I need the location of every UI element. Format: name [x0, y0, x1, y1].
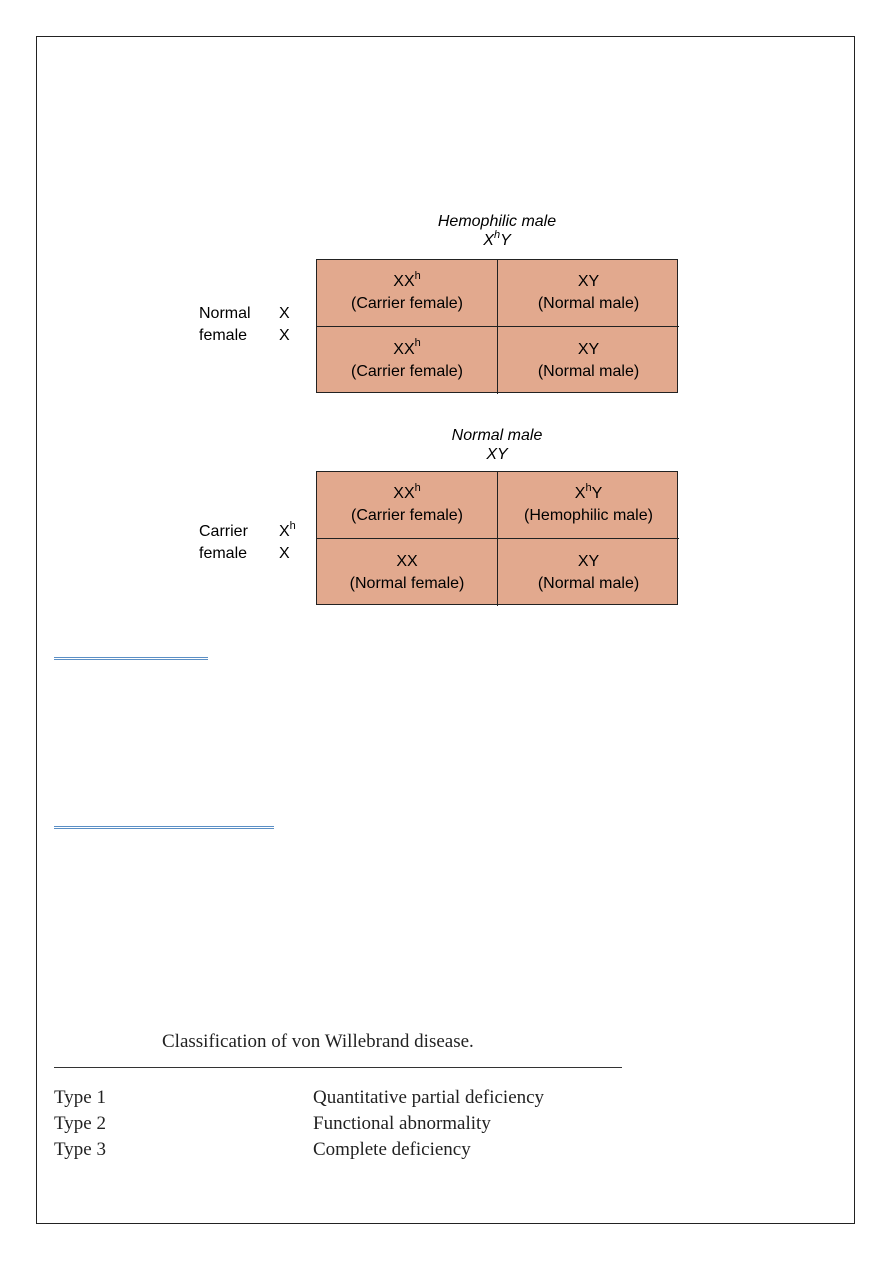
vwd-table-title: Classification of von Willebrand disease…: [162, 1031, 474, 1052]
table-row: Type 1 Quantitative partial deficiency: [54, 1087, 624, 1111]
cross2-alleles: Xh X: [279, 519, 296, 562]
vwd-description: Quantitative partial deficiency: [313, 1087, 545, 1108]
punnett-cell: XY (Normal male): [537, 340, 640, 380]
cross2-punnett-square: XXh (Carrier female) XhY (Hemophilic mal…: [316, 471, 679, 606]
punnett-cell: XY (Normal male): [498, 260, 679, 327]
vwd-description: Complete deficiency: [313, 1139, 471, 1160]
cross2-header-genotype: XY: [486, 446, 508, 463]
punnett-cell: XY (Normal male): [537, 552, 640, 592]
page-frame: [36, 36, 855, 1224]
cross1-alleles: X X: [279, 305, 290, 344]
punnett-cell: XXh (Carrier female): [317, 472, 498, 539]
vwd-type: Type 3: [54, 1139, 106, 1160]
table-row: Type 3 Complete deficiency: [54, 1139, 624, 1163]
vwd-description: Functional abnormality: [313, 1113, 491, 1134]
punnett-cell: XXh (Carrier female): [317, 327, 498, 394]
cross2-header-title: Normal male: [451, 427, 543, 444]
cross1-header-genotype: XhY: [483, 228, 511, 249]
punnett-cell: XX (Normal female): [317, 539, 498, 606]
cross1-punnett-square: XXh (Carrier female) XY (Normal male) XX…: [316, 259, 679, 394]
table-row: Type 2 Functional abnormality: [54, 1113, 624, 1137]
cross1-parent-label: Normal female: [199, 305, 251, 344]
section-rule: [54, 657, 208, 660]
section-rule: [54, 826, 274, 829]
cross1-header: Hemophilic male XhY: [316, 212, 678, 250]
vwd-type: Type 1: [54, 1087, 106, 1108]
vwd-table-rule: [54, 1067, 622, 1068]
cross1-header-title: Hemophilic male: [437, 213, 557, 230]
cross2-header: Normal male XY: [316, 426, 678, 464]
punnett-cell: XhY (Hemophilic male): [498, 472, 679, 539]
cross2-parent-label: Carrier female: [199, 523, 248, 562]
vwd-type: Type 2: [54, 1113, 106, 1134]
punnett-cell: XXh (Carrier female): [317, 260, 498, 327]
